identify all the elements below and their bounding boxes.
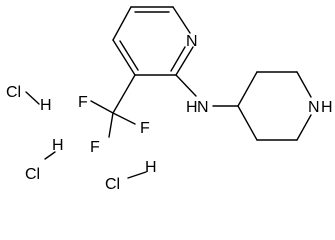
hydrochloride-2: H Cl (25, 137, 64, 183)
piperidine-nitrogen-label: N (308, 99, 320, 116)
amine-hydrogen-label: H (186, 99, 198, 116)
hydrogen-label: H (52, 137, 64, 154)
structure-diagram: N F F F N H N H Cl H H Cl H Cl (6, 6, 333, 193)
hydrogen-label: H (40, 97, 52, 114)
chlorine-label: Cl (6, 84, 21, 101)
pyridine-ring (112, 6, 194, 76)
fluorine-bottom-label: F (90, 139, 100, 156)
hydrogen-label: H (145, 159, 157, 176)
hydrochloride-3: H Cl (105, 159, 157, 193)
fluorine-right-label: F (140, 120, 150, 137)
piperidine-hydrogen-label: H (321, 99, 333, 116)
trifluoromethyl-group (90, 74, 136, 138)
hydrochloride-1: Cl H (6, 84, 52, 114)
piperidine-ring (237, 71, 312, 141)
ring-nitrogen-label: N (186, 33, 198, 50)
fluorine-left-label: F (78, 94, 88, 111)
chlorine-label: Cl (25, 166, 40, 183)
chlorine-label: Cl (105, 176, 120, 193)
amine-nitrogen-label: N (197, 99, 209, 116)
amine-bond (175, 74, 197, 97)
